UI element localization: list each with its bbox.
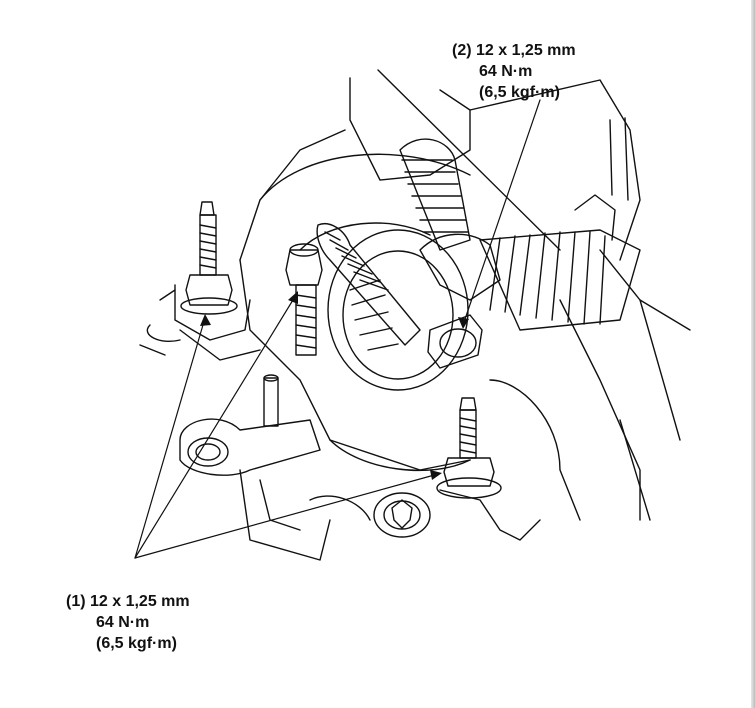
callout-1-size: (1) 12 x 1,25 mm <box>66 593 190 610</box>
intake-hose <box>399 138 641 331</box>
through-bolt <box>316 223 483 369</box>
callout-2-size: (2) 12 x 1,25 mm <box>452 42 576 59</box>
engine-block-outline <box>239 69 691 521</box>
stud-bolt-left <box>139 201 261 361</box>
callout-1-torque-nm: 64 N·m <box>96 614 150 631</box>
callout-bolt-1: (1) 12 x 1,25 mm 64 N·m (6,5 kgf·m) <box>66 591 190 654</box>
callout-2-torque-nm: 64 N·m <box>479 63 533 80</box>
callout-bolt-2: (2) 12 x 1,25 mm 64 N·m (6,5 kgf·m) <box>452 40 576 103</box>
bolt-center-left <box>285 243 323 356</box>
leader-line-2 <box>462 99 541 326</box>
callout-2-torque-kgf: (6,5 kgf·m) <box>479 84 560 101</box>
locating-pin <box>263 374 279 427</box>
scrollbar-edge <box>751 0 755 708</box>
callout-1-torque-kgf: (6,5 kgf·m) <box>96 635 177 652</box>
mount-base <box>239 153 471 472</box>
stud-bolt-right <box>436 379 581 541</box>
lower-bracket <box>179 418 371 561</box>
arrowheads <box>200 291 469 480</box>
torx-bolt-head <box>373 492 431 538</box>
leader-lines-1 <box>134 294 439 559</box>
